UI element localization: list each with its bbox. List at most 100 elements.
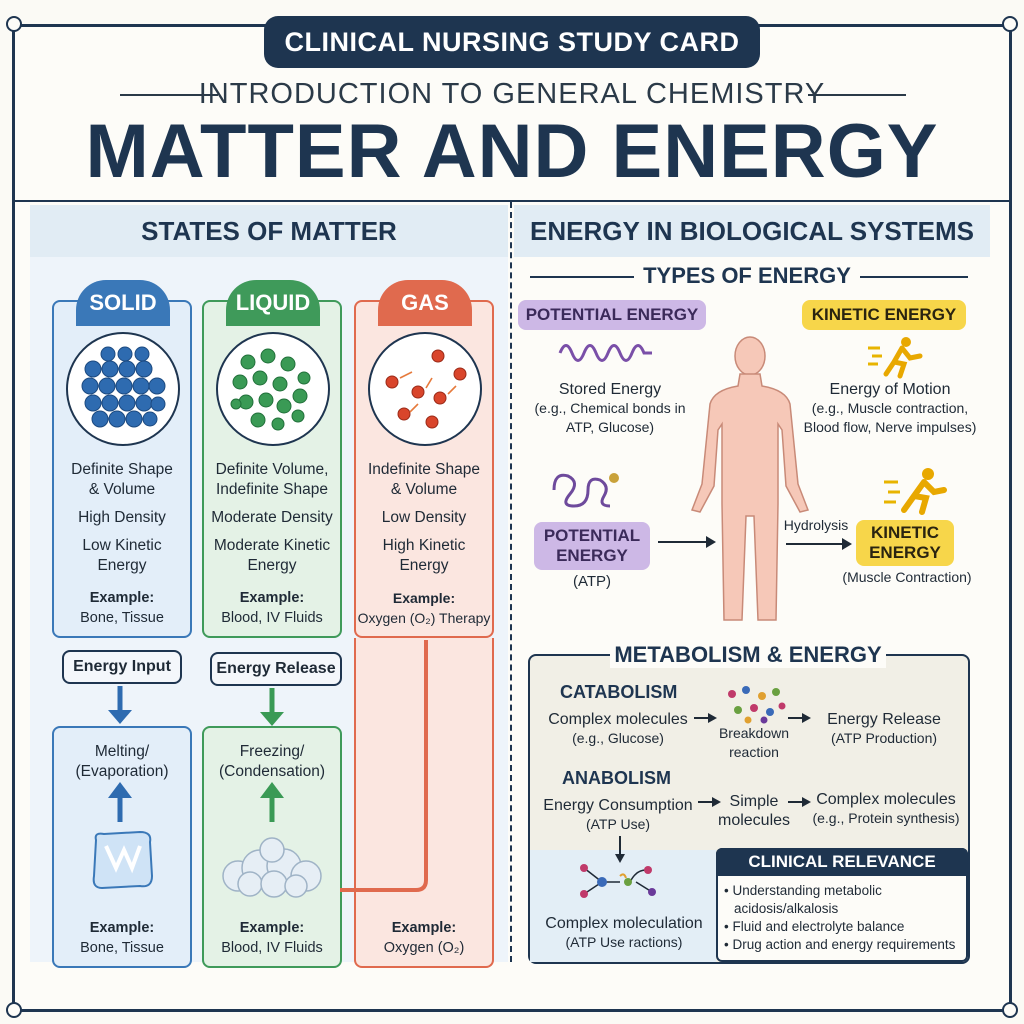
melting-label: Melting/ xyxy=(94,743,150,760)
kinetic-desc: Energy of Motion xyxy=(829,381,951,398)
gas-property: & Volume xyxy=(390,481,458,498)
gas-example: Oxygen (O₂) Therapy xyxy=(357,610,491,626)
subtitle: INTRODUCTION TO GENERAL CHEMISTRY xyxy=(198,78,826,110)
arrow-right-icon xyxy=(786,538,852,550)
atp-label: (ATP) xyxy=(572,573,612,590)
arrow-down-icon xyxy=(615,836,625,863)
header-divider xyxy=(14,200,1010,202)
lower-solid-example: Bone, Tissue xyxy=(80,940,164,956)
ana-bottom: Complex moleculation xyxy=(545,915,703,932)
clinical-relevance-heading: CLINICAL RELEVANCE xyxy=(716,848,968,876)
spring-icon xyxy=(558,344,652,362)
cat-input: (e.g., Glucose) xyxy=(572,730,664,746)
solid-density: High Density xyxy=(78,509,166,526)
column-divider xyxy=(510,202,512,962)
cat-output: (ATP Production) xyxy=(830,730,938,746)
ana-output: Complex molecules xyxy=(816,791,956,808)
energy-input-box: Energy Input xyxy=(62,650,182,684)
muscle-contraction-label: (Muscle Contraction) xyxy=(842,569,972,585)
types-rule-left xyxy=(530,276,634,278)
gas-particles-icon xyxy=(385,349,467,429)
liquid-density: Moderate Density xyxy=(211,509,333,526)
liquid-property: Definite Volume, xyxy=(215,461,329,478)
catabolism-title: CATABOLISM xyxy=(560,682,678,702)
kinetic-desc: (e.g., Muscle contraction, xyxy=(811,400,969,416)
lower-gas-example: Oxygen (O₂) xyxy=(383,940,465,956)
energy-release-box: Energy Release xyxy=(210,652,342,686)
ana-output: (e.g., Protein synthesis) xyxy=(812,810,960,826)
lower-liquid-example: Blood, IV Fluids xyxy=(221,940,323,956)
corner-ring-icon xyxy=(1002,16,1018,32)
arrow-down-icon xyxy=(260,688,284,726)
lower-liquid-example-label: Example: xyxy=(239,920,305,936)
metabolism-lower-bg xyxy=(530,850,716,962)
potential-box-label: ENERGY xyxy=(556,546,628,565)
anabolism-title: ANABOLISM xyxy=(562,768,671,788)
potential-desc: (e.g., Chemical bonds in xyxy=(534,400,686,416)
liquid-pill: LIQUID xyxy=(226,280,320,326)
types-rule-right xyxy=(860,276,968,278)
liquid-example-label: Example: xyxy=(239,590,305,606)
solid-particles-circle xyxy=(66,332,180,446)
ana-mid: Simple xyxy=(729,793,779,810)
solid-particles-icon xyxy=(81,346,166,428)
ana-input: (ATP Use) xyxy=(585,816,651,832)
arrow-up-icon xyxy=(260,782,284,822)
gas-kinetic: High Kinetic xyxy=(382,537,466,554)
solid-pill: SOLID xyxy=(76,280,170,326)
potential-desc: ATP, Glucose) xyxy=(565,419,655,435)
potential-desc: Stored Energy xyxy=(558,381,662,398)
kinetic-energy-tag: KINETIC ENERGY xyxy=(802,300,966,330)
liquid-kinetic: Moderate Kinetic xyxy=(213,537,331,554)
runner-icon xyxy=(884,468,947,515)
corner-ring-icon xyxy=(6,16,22,32)
evaporation-label: (Evaporation) xyxy=(75,763,169,780)
cat-input: Complex molecules xyxy=(548,711,688,728)
kinetic-desc: Blood flow, Nerve impulses) xyxy=(803,419,977,435)
solid-example: Bone, Tissue xyxy=(80,610,164,626)
page-title: MATTER AND ENERGY xyxy=(85,109,939,194)
solid-example-label: Example: xyxy=(89,590,155,606)
gas-example-label: Example: xyxy=(392,590,456,606)
clinical-item: Fluid and electrolyte balance xyxy=(724,918,964,936)
arrow-right-icon xyxy=(698,797,721,807)
solid-property: & Volume xyxy=(88,481,156,498)
condensation-label: (Condensation) xyxy=(219,763,325,780)
coiled-molecule-icon xyxy=(552,473,619,508)
liquid-property: Indefinite Shape xyxy=(215,481,329,498)
gas-pill: GAS xyxy=(378,280,472,326)
kinetic-box-label: ENERGY xyxy=(869,543,941,562)
corner-ring-icon xyxy=(1002,1002,1018,1018)
clinical-item-cont: acidosis/alkalosis xyxy=(734,901,839,916)
solid-property: Definite Shape xyxy=(71,461,173,478)
molecule-breakdown-icon xyxy=(728,686,786,724)
lower-solid-example-label: Example: xyxy=(89,920,155,936)
liquid-particles-circle xyxy=(216,332,330,446)
kinetic-box-label: KINETIC xyxy=(871,523,939,542)
liquid-example: Blood, IV Fluids xyxy=(221,610,323,626)
states-of-matter-heading: STATES OF MATTER xyxy=(30,205,508,257)
lower-gas-example-label: Example: xyxy=(391,920,457,936)
ice-cube-icon xyxy=(92,830,154,890)
cat-mid: reaction xyxy=(729,744,779,760)
clinical-item: Drug action and energy requirements xyxy=(724,936,964,954)
freezing-label: Freezing/ xyxy=(239,743,305,760)
ana-bottom: (ATP Use ractions) xyxy=(565,934,683,950)
cat-output: Energy Release xyxy=(827,711,941,728)
liquid-kinetic: Energy xyxy=(247,557,297,574)
ana-mid: molecules xyxy=(717,812,791,829)
arrow-right-icon xyxy=(694,713,717,723)
arrow-up-icon xyxy=(108,782,132,822)
header-banner: CLINICAL NURSING STUDY CARD xyxy=(264,16,760,68)
hydrolysis-label: Hydrolysis xyxy=(783,517,849,533)
gas-property: Indefinite Shape xyxy=(367,461,481,478)
cloud-icon xyxy=(222,837,322,898)
molecule-synthesis-icon xyxy=(580,864,656,898)
arrow-right-icon xyxy=(788,797,811,807)
arrow-down-icon xyxy=(108,686,132,724)
solid-kinetic: Low Kinetic xyxy=(82,537,162,554)
runner-icon xyxy=(868,337,923,379)
arrow-right-icon xyxy=(788,713,811,723)
solid-kinetic: Energy xyxy=(97,557,147,574)
liquid-particles-icon xyxy=(230,348,311,431)
